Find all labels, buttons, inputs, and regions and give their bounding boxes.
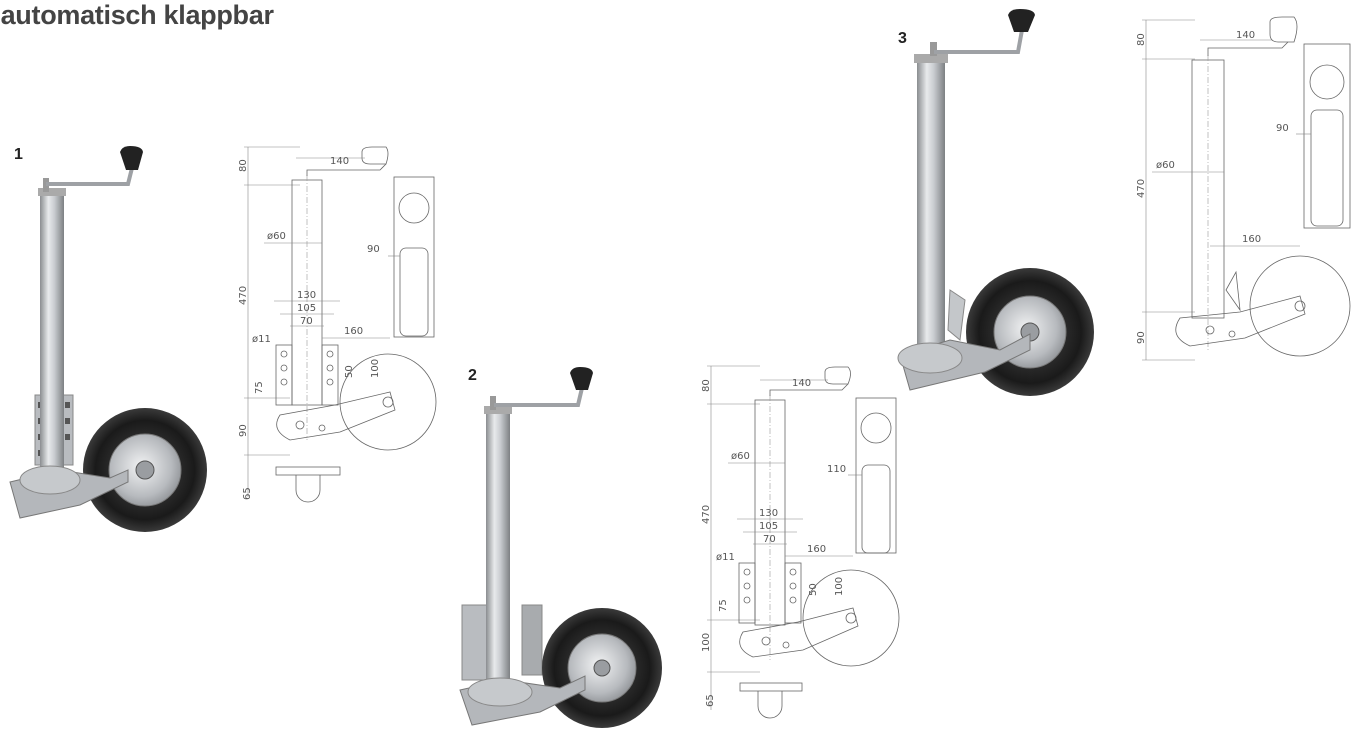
- technical-drawing-1: 80 470 90 75 140 ø60 130 105 70 160 ø11 …: [238, 146, 437, 503]
- dim-bottom-3: 90: [1136, 331, 1147, 344]
- jockey-wheel-photo-1: [9, 146, 207, 532]
- dim-wheel-offset-2: 160: [807, 544, 826, 555]
- dim-wheel-offset: 160: [344, 326, 363, 337]
- technical-drawing-3: 80 470 90 140 ø60 160 90: [1136, 16, 1351, 361]
- dim-bottom: 90: [238, 424, 249, 437]
- dim-plate-a: 130: [297, 290, 316, 301]
- dim-hole: ø11: [252, 334, 271, 345]
- dim-crank: 140: [330, 156, 349, 167]
- dim-wheel-width-3: 90: [1276, 123, 1289, 134]
- dim-50-2: 50: [808, 583, 819, 596]
- dim-hole-2: ø11: [716, 552, 735, 563]
- dim-plate-b: 105: [297, 303, 316, 314]
- dim-tube-3: ø60: [1156, 160, 1175, 171]
- dim-50: 50: [344, 365, 355, 378]
- dim-wheel-width-2: 110: [827, 464, 846, 475]
- product-number-2: 2: [468, 367, 477, 384]
- dim-wheel-width: 90: [367, 244, 380, 255]
- dim-height: 470: [238, 286, 249, 305]
- dim-tube-2: ø60: [731, 451, 750, 462]
- dim-clamp: 65: [242, 487, 253, 500]
- dim-plate-c-2: 70: [763, 534, 776, 545]
- dim-100-2: 100: [834, 577, 845, 596]
- dim-tube: ø60: [267, 231, 286, 242]
- dim-wheel-offset-3: 160: [1242, 234, 1261, 245]
- dim-bottom-2: 100: [701, 633, 712, 652]
- dim-crank-2: 140: [792, 378, 811, 389]
- dim-top: 80: [238, 159, 249, 172]
- dim-top-2: 80: [701, 379, 712, 392]
- dim-top-3: 80: [1136, 33, 1147, 46]
- jockey-wheel-photo-2: [459, 367, 662, 728]
- dim-75-2: 75: [718, 599, 729, 612]
- dim-crank-3: 140: [1236, 30, 1255, 41]
- product-number-1: 1: [14, 146, 23, 163]
- dim-100: 100: [370, 359, 381, 378]
- dim-plate-a-2: 130: [759, 508, 778, 519]
- technical-drawing-2: 80 470 100 75 140 ø60 130 105 70 160 ø11…: [701, 365, 900, 719]
- dim-plate-c: 70: [300, 316, 313, 327]
- jockey-wheel-photo-3: [897, 9, 1094, 396]
- dim-height-2: 470: [701, 505, 712, 524]
- product-number-3: 3: [898, 30, 907, 47]
- page-title: ollautomatisch klappbar: [0, 0, 274, 30]
- dim-75: 75: [254, 381, 265, 394]
- dim-clamp-2: 65: [705, 694, 716, 707]
- dim-plate-b-2: 105: [759, 521, 778, 532]
- dim-height-3: 470: [1136, 179, 1147, 198]
